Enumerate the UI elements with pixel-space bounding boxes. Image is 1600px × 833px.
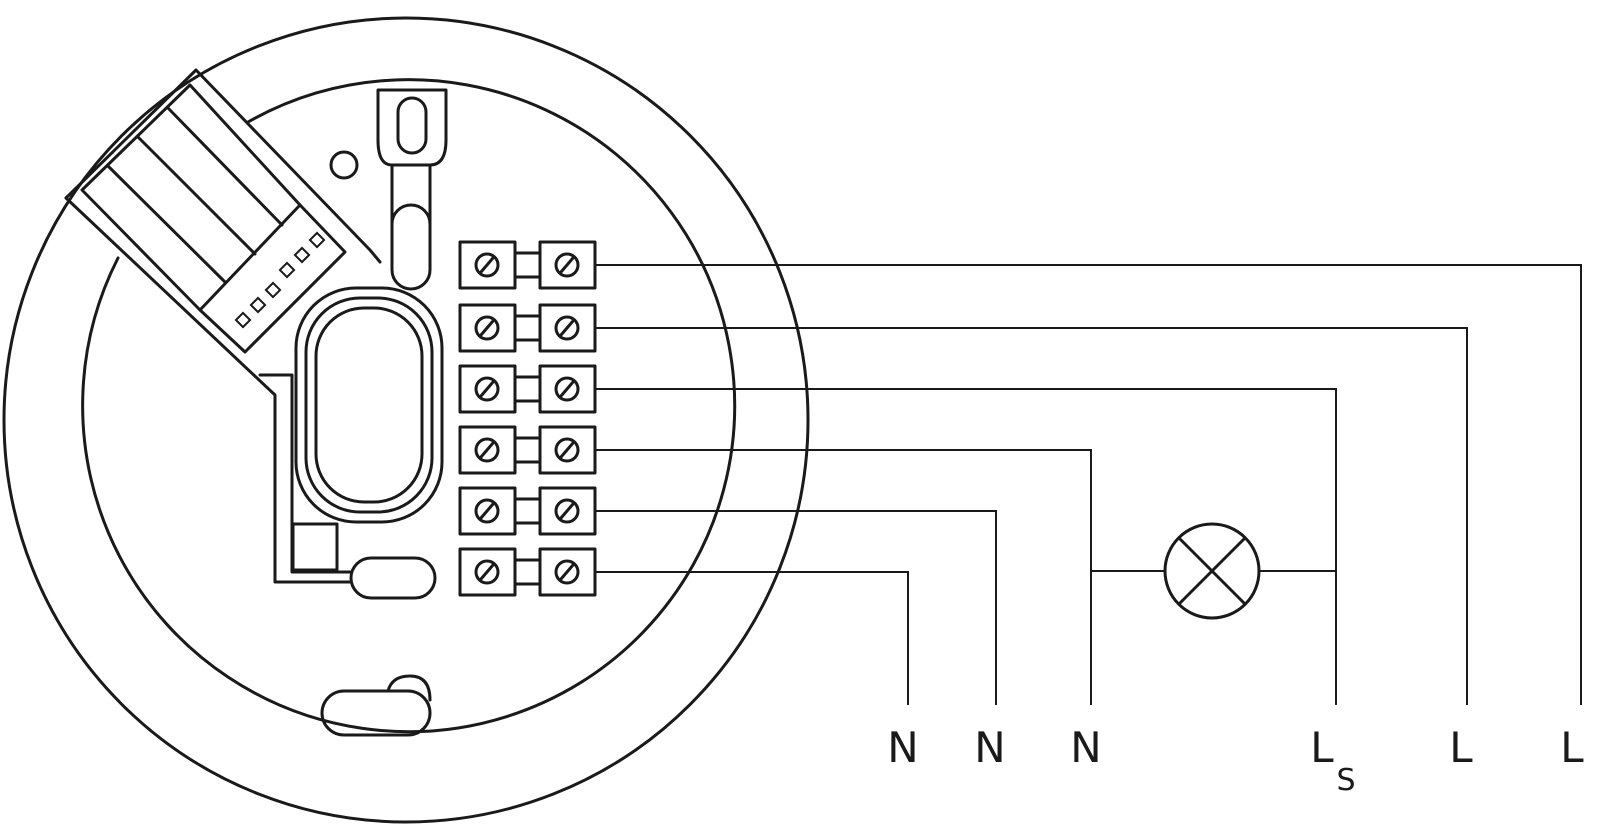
screw-icon <box>554 252 580 278</box>
label-switched-live-subscript: S <box>1336 763 1355 798</box>
central-opening <box>294 286 444 524</box>
inner-ring <box>81 78 737 734</box>
label-n-2: N <box>974 723 1005 772</box>
terminal-block <box>458 240 597 597</box>
wire <box>595 264 1582 705</box>
terminal-bridge <box>513 375 542 403</box>
mounting-hole <box>329 150 359 180</box>
terminal-bridge <box>513 314 542 342</box>
terminal-row <box>458 486 597 536</box>
terminal-row <box>458 364 597 414</box>
wire <box>595 571 909 705</box>
screw-icon <box>474 559 500 585</box>
wire <box>595 510 997 705</box>
label-l-1: L <box>1449 723 1473 772</box>
wire <box>595 449 1092 705</box>
mounting-slot <box>329 88 448 291</box>
screw-icon <box>554 559 580 585</box>
lamp-icon <box>1163 522 1261 620</box>
terminal-row <box>458 240 597 290</box>
wire <box>595 327 1468 705</box>
screw-icon <box>554 498 580 524</box>
screw-icon <box>474 252 500 278</box>
detector-base <box>2 16 810 824</box>
label-l-2: L <box>1560 723 1584 772</box>
connector-pins <box>234 231 326 329</box>
screw-icon <box>474 498 500 524</box>
terminal-bridge <box>513 497 542 525</box>
screw-icon <box>474 315 500 341</box>
screw-icon <box>554 315 580 341</box>
terminal-row <box>458 303 597 353</box>
terminal-labels: N N N L S L L <box>887 723 1584 798</box>
cable-grommet <box>349 556 437 600</box>
terminal-bridge <box>513 558 542 586</box>
wire <box>595 388 1337 705</box>
small-connector <box>291 522 339 572</box>
label-switched-live: L <box>1310 723 1334 772</box>
angled-connector-block <box>64 68 382 584</box>
screw-icon <box>554 437 580 463</box>
screw-icon <box>554 376 580 402</box>
outer-ring <box>2 16 810 824</box>
terminal-bridge <box>513 436 542 464</box>
screw-icon <box>474 437 500 463</box>
terminal-row <box>458 425 597 475</box>
terminal-row <box>458 547 597 597</box>
bottom-slot <box>320 674 432 737</box>
screw-icon <box>474 376 500 402</box>
label-n-3: N <box>1070 723 1101 772</box>
wiring <box>595 264 1582 705</box>
label-n-1: N <box>887 723 918 772</box>
terminal-bridge <box>513 251 542 279</box>
